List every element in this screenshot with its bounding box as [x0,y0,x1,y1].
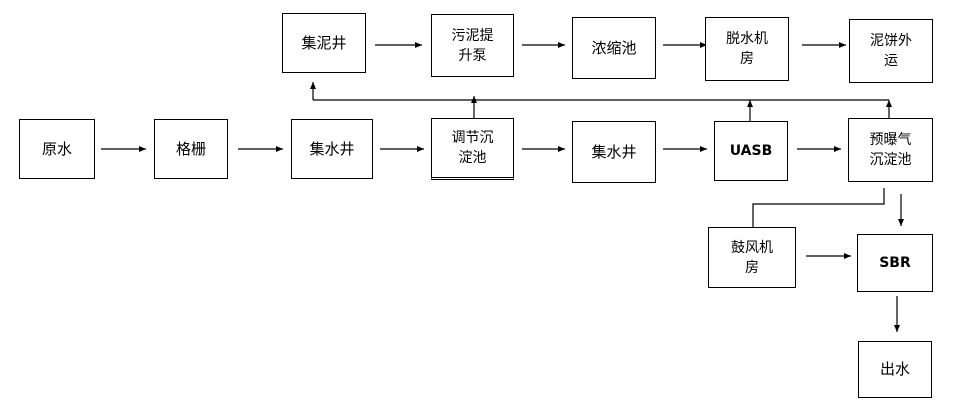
node-pre-aeration-label: 预曝气 沉淀池 [869,132,912,168]
node-sludge-pump: 污泥提 升泵 [431,14,514,77]
node-sbr-label: SBR [879,254,911,271]
node-sludge-pump-label: 污泥提 升泵 [451,27,494,64]
node-blower-room: 鼓风机 房 [708,227,796,288]
node-uasb-label: UASB [729,142,773,159]
node-collect-well-2-label: 集水井 [591,142,637,161]
node-collect-well-1: 集水井 [291,119,373,179]
node-blower-room-label: 鼓风机 房 [731,239,773,276]
node-dewater-room-label: 脱水机 房 [726,31,768,67]
node-raw-water-label: 原水 [41,139,72,158]
node-effluent: 出水 [858,341,932,398]
node-pre-aeration: 预曝气 沉淀池 [848,118,933,182]
node-effluent-label: 出水 [879,360,910,378]
node-raw-water: 原水 [19,119,95,179]
node-regulate-tank-label: 调节沉 淀池 [451,130,494,166]
node-grid: 格栅 [154,119,228,179]
air-line-blower-to-preaeration [752,188,885,227]
node-regulate-tank: 调节沉 淀池 [431,118,514,180]
node-thickener-label: 浓缩池 [591,38,637,57]
node-cake-out-label: 泥饼外 运 [870,33,912,69]
node-collect-well-1-label: 集水井 [309,139,355,158]
node-sbr: SBR [857,234,933,292]
node-dewater-room: 脱水机 房 [705,17,789,81]
node-grid-label: 格栅 [175,139,206,158]
node-uasb: UASB [714,121,788,181]
node-cake-out: 泥饼外 运 [849,19,933,83]
node-collect-well-2: 集水井 [572,121,656,183]
node-sludge-well: 集泥井 [282,13,366,73]
node-sludge-well-label: 集泥井 [301,33,347,52]
node-thickener: 浓缩池 [572,17,656,79]
